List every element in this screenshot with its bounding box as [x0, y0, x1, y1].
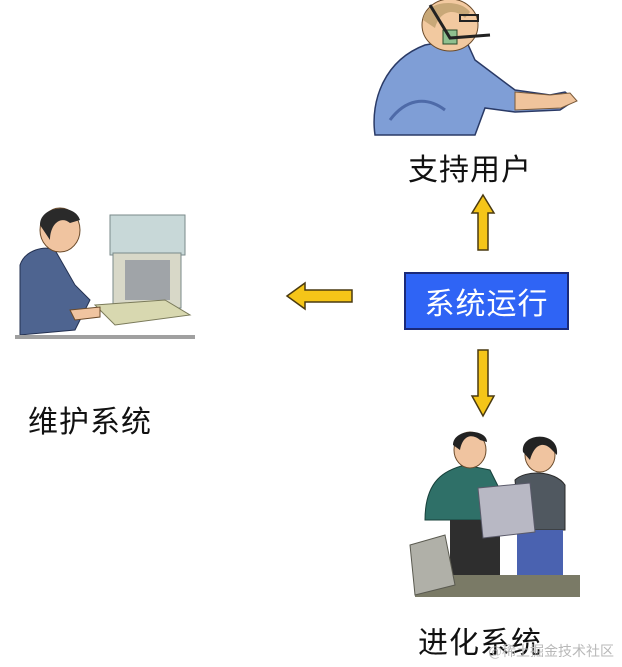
arrow-left-icon: [285, 281, 353, 311]
maintain-system-label: 维护系统: [28, 405, 152, 440]
support-agent-illustration: [373, 0, 578, 136]
support-users-label: 支持用户: [408, 153, 532, 188]
evolve-team-illustration: [409, 431, 580, 597]
arrow-down-icon: [470, 349, 496, 418]
system-operation-box: 系统运行: [404, 272, 569, 330]
programmer-illustration: [15, 207, 195, 339]
watermark: @稀土掘金技术社区: [488, 644, 614, 660]
evolve-system-label: 进化系统: [418, 626, 542, 661]
arrow-up-icon: [470, 193, 496, 251]
